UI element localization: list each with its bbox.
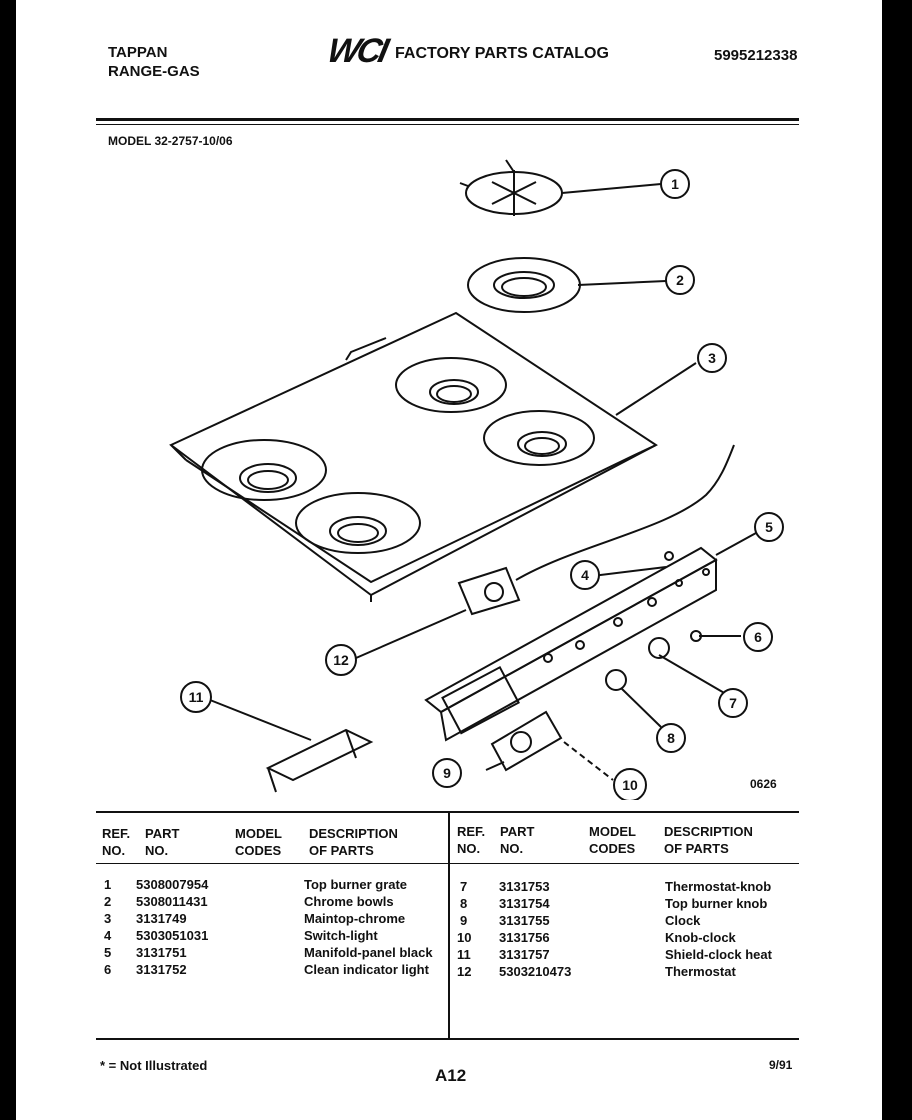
table-center-divider xyxy=(448,813,450,1038)
row-ref: 12 xyxy=(457,964,472,979)
table-bottom-rule xyxy=(96,1038,799,1040)
parts-catalog-page: TAPPAN RANGE-GAS WCI FACTORY PARTS CATAL… xyxy=(16,0,882,1120)
manifold-panel-drawing xyxy=(424,546,718,742)
row-desc: Manifold-panel black xyxy=(304,945,433,960)
callout-12 xyxy=(325,644,357,676)
callout-label-4: 4 xyxy=(581,567,589,583)
callout-label-9: 9 xyxy=(443,765,451,781)
row-part: 3131752 xyxy=(136,962,187,977)
callout-label-8: 8 xyxy=(667,730,675,746)
callout-label-7: 7 xyxy=(729,695,737,711)
row-ref: 4 xyxy=(104,928,112,943)
catalog-number: 5995212338 xyxy=(714,47,798,64)
row-part: 3131751 xyxy=(136,945,187,960)
table-header-rule xyxy=(96,863,799,864)
table-top-rule xyxy=(96,811,799,813)
row-desc: Shield-clock heat xyxy=(665,947,772,962)
brand-line-1: TAPPAN xyxy=(108,44,168,61)
not-illustrated-note: * = Not Illustrated xyxy=(100,1058,208,1073)
callout-8 xyxy=(656,723,686,753)
callout-9 xyxy=(432,758,462,788)
chrome-bowl-drawing xyxy=(467,257,581,313)
callout-3 xyxy=(697,343,727,373)
row-desc: Top burner knob xyxy=(665,896,768,911)
page-number: A12 xyxy=(435,1066,467,1085)
callout-label-3: 3 xyxy=(708,350,716,366)
callout-5 xyxy=(754,512,784,542)
row-part: 5303051031 xyxy=(136,928,209,943)
hdr-ref-right: REF.NO. xyxy=(457,824,486,856)
callout-label-10: 10 xyxy=(622,777,638,793)
thermostat-drawing xyxy=(457,444,735,616)
header-rule-bottom xyxy=(96,124,799,125)
row-ref: 9 xyxy=(460,913,468,928)
clock-shield-drawing xyxy=(265,728,374,793)
callout-2 xyxy=(665,265,695,295)
callout-10 xyxy=(613,768,647,800)
callout-label-6: 6 xyxy=(754,629,762,645)
model-label: MODEL 32-2757-10/06 xyxy=(108,134,233,148)
row-desc: Clean indicator light xyxy=(304,962,429,977)
callout-1 xyxy=(660,169,690,199)
row-desc: Chrome bowls xyxy=(304,894,394,909)
row-ref: 3 xyxy=(104,911,112,926)
callout-label-11: 11 xyxy=(188,689,204,705)
row-ref: 6 xyxy=(104,962,112,977)
row-part: 3131753 xyxy=(499,879,550,894)
row-part: 5308011431 xyxy=(136,894,208,909)
callout-label-5: 5 xyxy=(765,519,773,535)
maintop-drawing xyxy=(169,311,658,602)
row-ref: 2 xyxy=(104,894,112,909)
callout-7 xyxy=(718,688,748,718)
row-part: 3131757 xyxy=(499,947,550,962)
row-desc: Maintop-chrome xyxy=(304,911,406,926)
callout-11 xyxy=(180,681,212,713)
row-desc: Knob-clock xyxy=(665,930,736,945)
row-ref: 10 xyxy=(457,930,472,945)
callout-4 xyxy=(570,560,600,590)
row-desc: Clock xyxy=(665,913,701,928)
callout-6 xyxy=(743,622,773,652)
row-part: 5308007954 xyxy=(136,877,209,892)
row-desc: Thermostat xyxy=(665,964,736,979)
callout-label-2: 2 xyxy=(676,272,684,288)
row-part: 3131754 xyxy=(499,896,550,911)
header-rule-top xyxy=(96,118,799,121)
row-ref: 5 xyxy=(104,945,112,960)
exploded-parts-diagram xyxy=(169,159,784,800)
row-desc: Switch-light xyxy=(304,928,378,943)
row-ref: 8 xyxy=(460,896,468,911)
row-part: 3131749 xyxy=(136,911,187,926)
callout-label-1: 1 xyxy=(671,176,679,192)
row-ref: 7 xyxy=(460,879,468,894)
row-part: 5303210473 xyxy=(499,964,572,979)
revision-date: 9/91 xyxy=(769,1058,793,1072)
brand-line-2: RANGE-GAS xyxy=(108,63,200,80)
diagram-code: 0626 xyxy=(750,777,777,791)
burner-grate-drawing xyxy=(459,159,563,216)
callout-label-12: 12 xyxy=(333,652,349,668)
row-part: 3131756 xyxy=(499,930,550,945)
row-part: 3131755 xyxy=(499,913,550,928)
row-ref: 11 xyxy=(457,947,471,962)
clock-drawing xyxy=(490,710,563,772)
row-ref: 1 xyxy=(104,877,112,892)
hdr-ref-left: REF.NO. xyxy=(102,826,131,858)
row-desc: Thermostat-knob xyxy=(665,879,772,894)
catalog-title: FACTORY PARTS CATALOG xyxy=(395,45,609,62)
row-desc: Top burner grate xyxy=(304,877,408,892)
